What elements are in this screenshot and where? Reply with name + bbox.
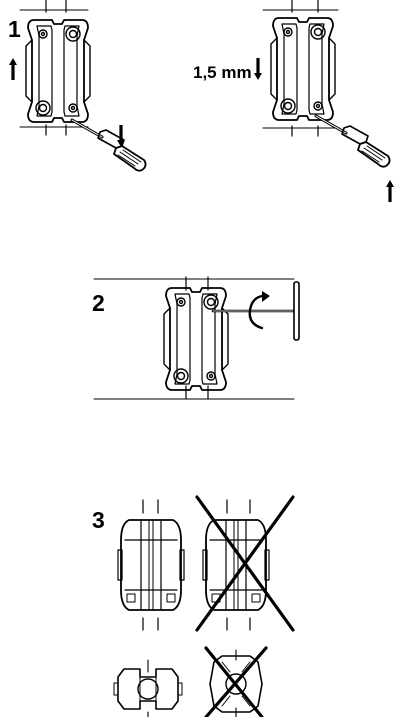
step3-correct-front-view: [117, 499, 185, 631]
step3-wrong-top-view: [209, 649, 263, 718]
adjustment-label: 1,5 mm: [193, 63, 252, 82]
cross-mark-icon: [195, 495, 295, 632]
up-arrow-icon: [8, 57, 18, 81]
down-arrow-icon: [253, 57, 263, 81]
hinge-bracket-shifted: [270, 17, 336, 121]
step3-correct-top-view: [113, 659, 183, 718]
t-handle-key-icon: [211, 281, 300, 341]
rotate-arrow-icon: [248, 291, 270, 330]
step-number-1: 1: [8, 16, 21, 42]
step-number-2: 2: [92, 290, 105, 316]
screwdriver-icon: [70, 118, 148, 173]
screwdriver-icon: [314, 114, 392, 169]
step1-right-assembly: [262, 0, 339, 137]
hinge-bracket: [163, 287, 229, 391]
cross-mark-icon: [204, 646, 268, 719]
step-number-3: 3: [92, 507, 105, 533]
hinge-bracket: [25, 19, 91, 123]
step1-left-assembly: [19, 0, 91, 136]
step2-assembly: [93, 276, 295, 400]
step3-wrong-front-view: [202, 499, 270, 631]
up-arrow-icon: [385, 179, 395, 203]
